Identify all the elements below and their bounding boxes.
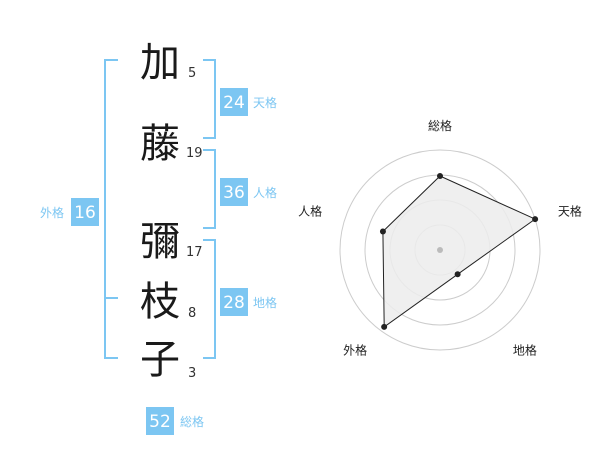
- character-1: 加: [140, 40, 180, 86]
- radar-point-2: [532, 216, 539, 223]
- stroke-count-3: 17: [186, 245, 203, 260]
- radar-axis-label-3: 地格: [513, 342, 537, 357]
- radar-point-5: [379, 228, 386, 235]
- radar-axis-label-4: 外格: [343, 342, 367, 357]
- radar-area: [382, 175, 537, 328]
- chikaku-badge: 28 地格: [220, 288, 277, 316]
- soukaku-value: 52: [149, 412, 171, 432]
- tenkaku-label: 天格: [253, 95, 277, 110]
- jinkaku-bracket: [203, 149, 216, 229]
- tenkaku-badge: 24 天格: [220, 88, 277, 116]
- radar-point-4: [381, 323, 388, 330]
- jinkaku-badge: 36 人格: [220, 178, 277, 206]
- character-3: 彌: [140, 219, 180, 265]
- radar-ring-4: [339, 149, 541, 351]
- radar-point-3: [454, 271, 461, 278]
- radar-point-1: [437, 173, 443, 179]
- chikaku-bracket: [203, 239, 216, 359]
- character-5: 子: [140, 337, 180, 383]
- gaikaku-label: 外格: [40, 205, 64, 220]
- tenkaku-bracket: [203, 59, 216, 139]
- radar-axis-label-5: 人格: [298, 204, 322, 219]
- radar-axis-label-2: 天格: [558, 204, 582, 219]
- gaikaku-bracket: [104, 59, 118, 359]
- soukaku-badge: 52 総格: [146, 407, 204, 435]
- soukaku-label: 総格: [180, 414, 204, 429]
- stroke-count-2: 19: [186, 146, 203, 161]
- radar-center-dot: [437, 247, 443, 253]
- name-characters: 加 5 藤 19 彌 17 枝 8 子 3: [140, 40, 203, 383]
- jinkaku-value: 36: [223, 183, 245, 203]
- jinkaku-label: 人格: [253, 185, 277, 200]
- tenkaku-value: 24: [223, 93, 245, 113]
- gaikaku-badge: 外格 16: [40, 198, 99, 226]
- gaikaku-value: 16: [74, 203, 96, 223]
- stroke-count-1: 5: [188, 66, 196, 81]
- stroke-count-4: 8: [188, 306, 196, 321]
- stroke-count-5: 3: [188, 366, 196, 381]
- radar-axis-label-1: 総格: [428, 118, 452, 133]
- chikaku-value: 28: [223, 293, 245, 313]
- character-2: 藤: [140, 121, 180, 167]
- character-4: 枝: [140, 279, 180, 325]
- chikaku-label: 地格: [253, 295, 277, 310]
